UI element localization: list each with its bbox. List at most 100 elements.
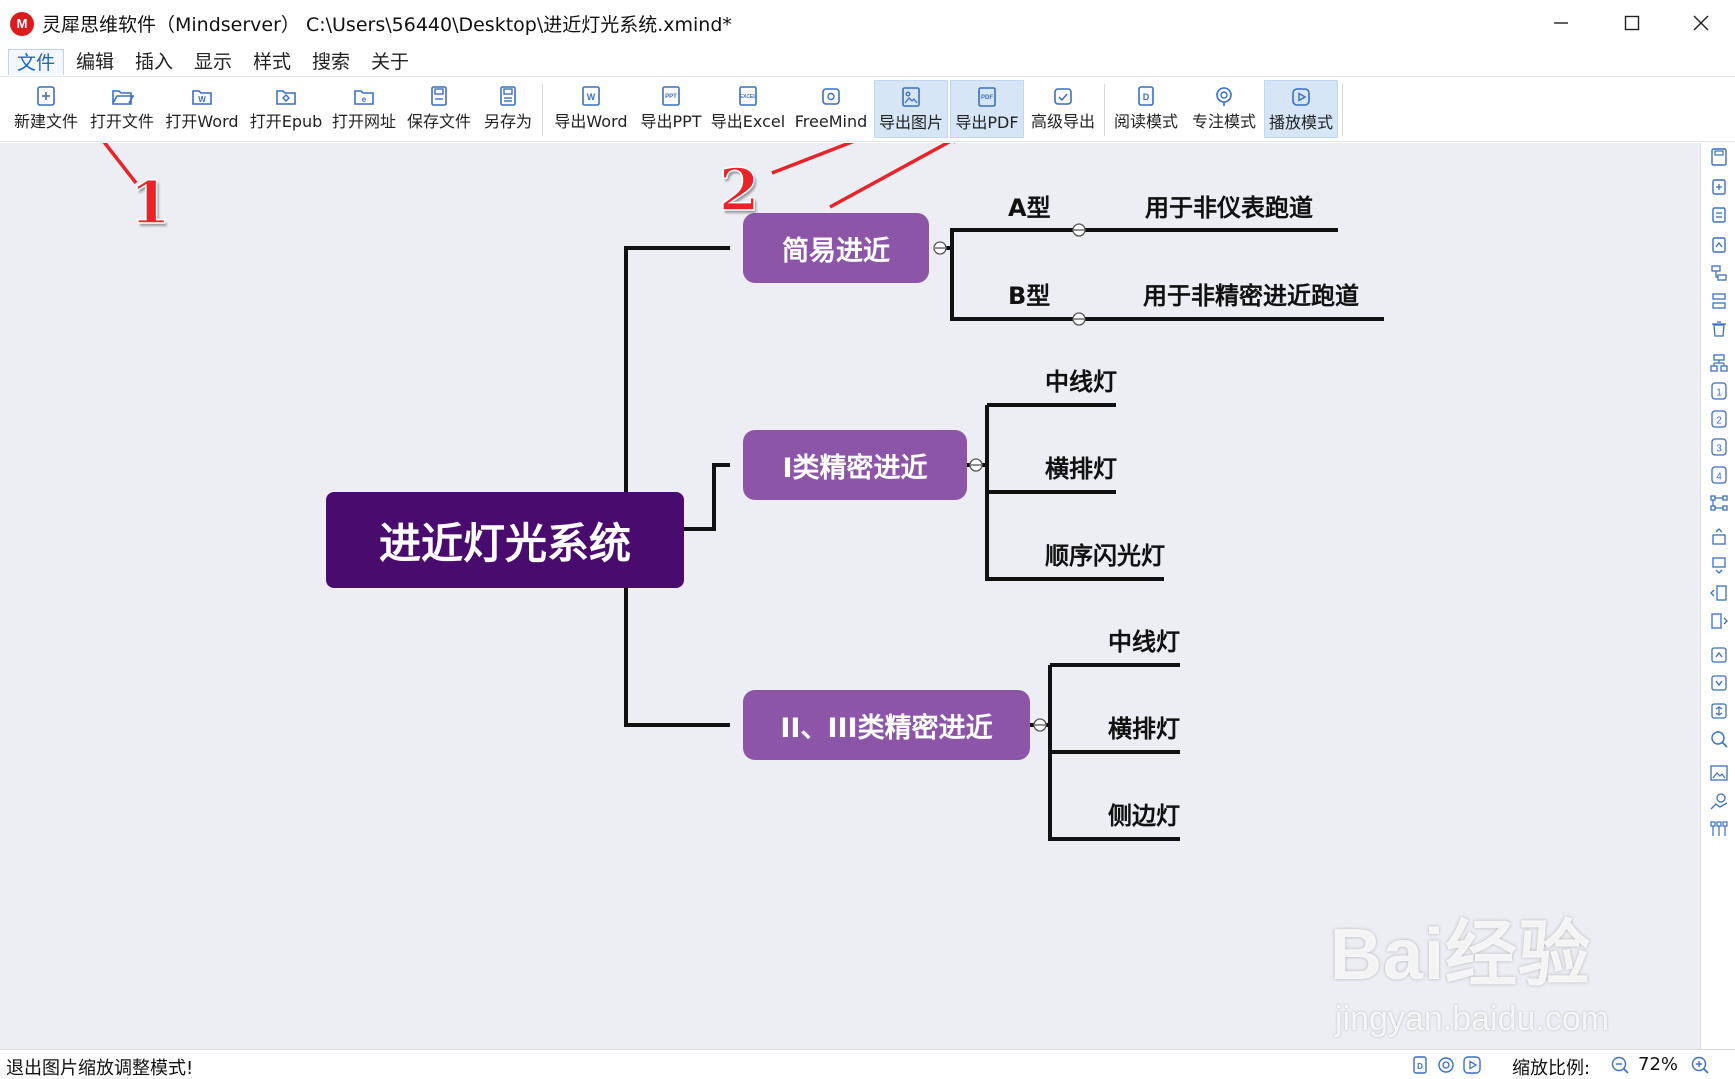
root-node[interactable]: 进近灯光系统	[326, 492, 684, 588]
freemind-icon	[822, 88, 840, 105]
status-play-mode-button[interactable]	[1462, 1055, 1482, 1075]
play-mode-button[interactable]: 播放模式	[1264, 80, 1338, 138]
add-child-icon	[1712, 179, 1726, 195]
save-as-button[interactable]: 另存为	[478, 80, 538, 138]
trash-icon	[1712, 321, 1726, 337]
sidebar-level-1-button[interactable]: 1	[1709, 381, 1729, 401]
menu-insert[interactable]: 插入	[135, 51, 174, 73]
outline-icon	[1712, 293, 1726, 309]
sidebar-insert-image-button[interactable]	[1709, 763, 1729, 783]
sidebar-structure-button[interactable]	[1709, 263, 1729, 283]
layout-icon	[1710, 354, 1728, 372]
open-url-icon: e	[354, 90, 374, 105]
menu-search[interactable]: 搜索	[312, 51, 351, 73]
zoom-label: 缩放比例:	[1512, 1058, 1591, 1079]
svg-text:PDF: PDF	[981, 95, 993, 101]
leaf-node[interactable]: 中线灯	[1108, 628, 1180, 656]
menu-file[interactable]: 文件	[8, 49, 65, 75]
sidebar-expand-horizontal-button[interactable]	[1709, 583, 1729, 603]
leaf-note[interactable]: 用于非精密进近跑道	[1143, 282, 1359, 310]
status-reading-mode-button[interactable]: D	[1410, 1055, 1430, 1075]
sidebar-save-button[interactable]	[1709, 147, 1729, 167]
maximize-button[interactable]	[1607, 6, 1657, 40]
reading-mode-button[interactable]: D 阅读模式	[1108, 80, 1184, 138]
open-folder-icon	[112, 90, 134, 105]
leaf-note[interactable]: 用于非仪表跑道	[1145, 194, 1313, 222]
toolbar-label: 打开Epub	[249, 112, 323, 131]
toolbar-label: 导出Excel	[710, 112, 786, 131]
open-word-icon: W	[192, 90, 212, 105]
annotation-arrow	[771, 143, 855, 175]
sidebar-level-2-button[interactable]: 2	[1709, 409, 1729, 429]
sidebar-layout-button[interactable]	[1709, 353, 1729, 373]
reading-mode-icon: D	[1138, 86, 1154, 106]
sidebar-delete-button[interactable]	[1709, 319, 1729, 339]
connector-topic1	[950, 248, 1384, 321]
status-message: 退出图片缩放调整模式!	[6, 1058, 194, 1079]
watermark-logo: Bai经验	[1330, 915, 1592, 995]
open-word-button[interactable]: W 打开Word	[160, 80, 244, 138]
open-file-button[interactable]: 打开文件	[86, 80, 158, 138]
toolbar-separator	[1342, 84, 1343, 136]
menu-edit[interactable]: 编辑	[76, 51, 115, 73]
svg-text:4: 4	[1716, 472, 1722, 483]
sidebar-expand-vertical-button[interactable]	[1709, 527, 1729, 547]
topic-node-cat23-precision[interactable]: II、III类精密进近	[743, 690, 1030, 760]
leaf-node[interactable]: 侧边灯	[1108, 802, 1180, 830]
toolbar-separator	[542, 84, 543, 136]
leaf-node[interactable]: 中线灯	[1045, 368, 1117, 396]
freemind-button[interactable]: FreeMind	[790, 80, 872, 138]
topic-node-cat1-precision[interactable]: I类精密进近	[743, 430, 967, 500]
sidebar-add-parent-button[interactable]	[1709, 235, 1729, 255]
save-file-button[interactable]: 保存文件	[402, 80, 476, 138]
status-focus-mode-button[interactable]	[1436, 1055, 1456, 1075]
menu-style[interactable]: 样式	[253, 51, 292, 73]
advanced-export-button[interactable]: 高级导出	[1026, 80, 1100, 138]
export-image-button[interactable]: 导出图片	[874, 80, 948, 138]
sidebar-sort-button[interactable]	[1709, 701, 1729, 721]
open-url-button[interactable]: e 打开网址	[328, 80, 400, 138]
leaf-node[interactable]: 横排灯	[1108, 715, 1180, 743]
sidebar-add-sibling-button[interactable]	[1709, 205, 1729, 225]
sidebar-connect-button[interactable]	[1709, 493, 1729, 513]
leaf-node[interactable]: 顺序闪光灯	[1045, 542, 1165, 570]
connector-topic2	[985, 405, 1164, 581]
sidebar-outline-button[interactable]	[1709, 291, 1729, 311]
export-pdf-button[interactable]: PDF 导出PDF	[950, 80, 1024, 138]
export-ppt-button[interactable]: PPT 导出PPT	[636, 80, 706, 138]
sidebar-level-3-button[interactable]: 3	[1709, 437, 1729, 457]
sidebar-move-up-button[interactable]	[1709, 645, 1729, 665]
open-epub-button[interactable]: 打开Epub	[246, 80, 326, 138]
menu-bar: 文件 编辑 插入 显示 样式 搜索 关于	[0, 46, 1735, 77]
sidebar-collapse-horizontal-button[interactable]	[1709, 611, 1729, 631]
new-file-button[interactable]: 新建文件	[6, 80, 86, 138]
export-excel-button[interactable]: EXCEL 导出Excel	[708, 80, 788, 138]
collapse-horizontal-icon	[1711, 613, 1728, 629]
sidebar-columns-button[interactable]	[1709, 819, 1729, 839]
topic-node-simple-approach[interactable]: 简易进近	[743, 213, 929, 283]
annotation-step-2: 2	[718, 155, 760, 225]
close-button[interactable]	[1676, 6, 1726, 40]
sidebar-level-4-button[interactable]: 4	[1709, 465, 1729, 485]
focus-mode-button[interactable]: 专注模式	[1186, 80, 1262, 138]
sidebar-add-child-button[interactable]	[1709, 177, 1729, 197]
export-ppt-icon: PPT	[662, 86, 680, 106]
leaf-node[interactable]: 横排灯	[1045, 455, 1117, 483]
sidebar-collapse-vertical-button[interactable]	[1709, 555, 1729, 575]
columns-icon	[1710, 821, 1728, 836]
export-word-button[interactable]: W 导出Word	[548, 80, 634, 138]
menu-view[interactable]: 显示	[194, 51, 233, 73]
connector-root-topic2	[684, 463, 730, 531]
sidebar-find-button[interactable]	[1709, 729, 1729, 749]
leaf-node[interactable]: A型	[1008, 194, 1051, 222]
title-bar: M 灵犀思维软件（Mindserver） C:\Users\56440\Desk…	[0, 0, 1735, 46]
sidebar-move-down-button[interactable]	[1709, 673, 1729, 693]
leaf-node[interactable]: B型	[1008, 282, 1051, 310]
mindmap-canvas[interactable]: 进近灯光系统 简易进近 I类精密进近 II、III类精密进近 A型 用于非仪表跑…	[0, 143, 1700, 1049]
menu-about[interactable]: 关于	[371, 51, 410, 73]
toolbar-label: 专注模式	[1191, 112, 1256, 131]
sidebar-location-button[interactable]	[1709, 791, 1729, 811]
zoom-out-button[interactable]	[1610, 1055, 1630, 1075]
zoom-in-button[interactable]	[1690, 1055, 1710, 1075]
minimize-button[interactable]	[1536, 6, 1586, 40]
